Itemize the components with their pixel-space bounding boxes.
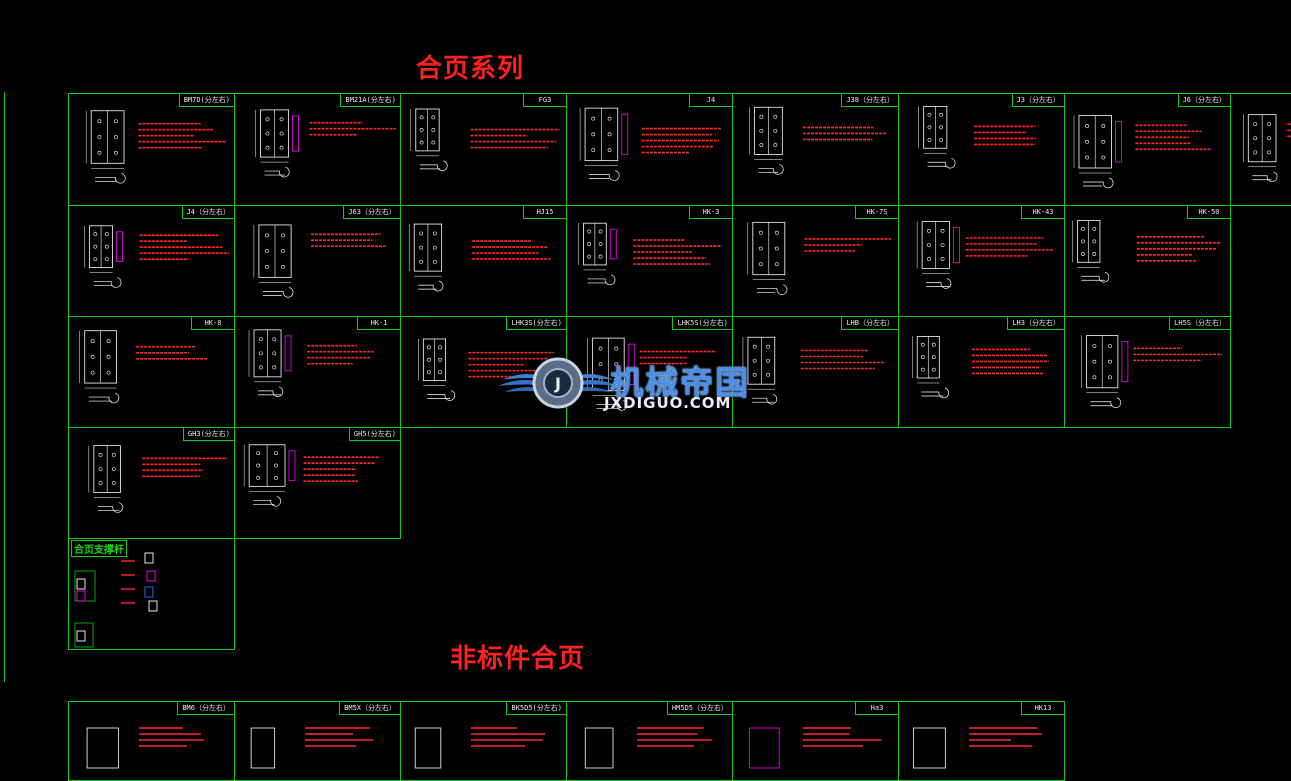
hinge-drawing (88, 445, 227, 513)
drawing-cell: LH5S（分左右） (1064, 316, 1231, 428)
model-tag: J3（分左右） (1011, 94, 1064, 107)
model-tag: HK-50 (1187, 206, 1230, 219)
model-tag: BK5D5(分左右) (506, 702, 566, 715)
hinge-drawing (85, 110, 227, 184)
model-tag: BM21A(分左右) (340, 94, 400, 107)
hinge-drawing (1243, 114, 1291, 183)
model-tag: HK-43 (1021, 206, 1064, 219)
model-tag: FG3 (523, 94, 566, 107)
model-tag: LHB（分左右） (841, 317, 898, 330)
hinge-drawing (742, 336, 886, 405)
hinge-series-title: 合页系列 (416, 54, 525, 84)
model-tag: J4 (689, 94, 732, 107)
watermark-logo: J 机械帝国 JXDIGUO.COM (498, 350, 798, 420)
hinge-drawing (913, 727, 1042, 769)
non-standard-hinge-title: 非标件合页 (450, 644, 586, 674)
model-tag: BM7D(分左右) (178, 94, 234, 107)
support-rod-cell: 合页支撑杆 (68, 538, 235, 650)
svg-text:J: J (554, 374, 561, 393)
hinge-drawing (243, 444, 379, 507)
drawing-cell: HK-50 (1064, 205, 1231, 317)
hinge-drawing (911, 335, 1049, 399)
hinge-drawing (579, 107, 722, 181)
model-tag: HK13 (1021, 702, 1064, 715)
left-edge-frame (4, 92, 5, 682)
drawing-cell: J4（分左右） (68, 205, 235, 317)
hinge-drawing (410, 108, 560, 172)
drawing-cell: J38（分左右） (732, 93, 899, 206)
drawing-cell: BM21A(分左右) (234, 93, 401, 206)
hinge-drawing (414, 727, 546, 769)
hinge-drawing (748, 727, 882, 769)
hinge-drawing (578, 222, 723, 286)
non-standard-cell: BM6（分左右） (68, 701, 235, 781)
model-tag: GH3(分左右) (182, 428, 234, 441)
model-tag: LH3（分左右） (1007, 317, 1064, 330)
drawing-cell: GH5(分左右) (234, 427, 401, 539)
non-standard-cell: BM5X（分左右） (234, 701, 401, 781)
support-rod-drawing (74, 552, 158, 648)
hinge-drawing (248, 329, 374, 398)
drawing-cell: J4 (566, 93, 733, 206)
drawing-cell: HK-7S (732, 205, 899, 317)
model-tag: J38（分左右） (841, 94, 898, 107)
model-tag: HM5D5（分左右） (666, 702, 732, 715)
model-tag: J4（分左右） (181, 206, 234, 219)
non-standard-cell: HK13 (898, 701, 1065, 781)
drawing-cell: LH3（分左右） (898, 316, 1065, 428)
drawing-cell: GH3(分左右) (68, 427, 235, 539)
drawing-cell: HK-8 (68, 316, 235, 428)
hinge-drawing (255, 109, 396, 178)
drawing-cell: HK-1 (234, 316, 401, 428)
non-standard-cell: BK5D5(分左右) (400, 701, 567, 781)
hinge-drawing (584, 727, 713, 769)
hinge-drawing (749, 106, 887, 175)
hinge-drawing (1073, 115, 1211, 189)
model-tag: HK-7S (855, 206, 898, 219)
non-standard-cell: HM5D5（分左右） (566, 701, 733, 781)
drawing-cell: HK-43 (898, 205, 1065, 317)
model-tag: HK-3 (689, 206, 732, 219)
drawing-cell: HJ15 (400, 205, 567, 317)
model-tag: Ha3 (855, 702, 898, 715)
drawing-cell: FG3 (400, 93, 567, 206)
drawing-cell: BM7D(分左右) (68, 93, 235, 206)
hinge-drawing (1072, 220, 1222, 283)
hinge-drawing (408, 223, 551, 292)
watermark-chinese-text: 机械帝国 (610, 363, 750, 402)
hinge-drawing (418, 338, 557, 401)
hinge-drawing (587, 337, 717, 411)
gear-wings-icon: J (498, 357, 618, 409)
model-tag: HJ15 (523, 206, 566, 219)
model-tag: LHK3S(分左右) (506, 317, 566, 330)
model-tag: LHK5S(分左右) (672, 317, 732, 330)
model-tag: HK-8 (191, 317, 234, 330)
model-tag: HK-1 (357, 317, 400, 330)
drawing-cell (1230, 93, 1291, 206)
model-tag: BM5X（分左右） (339, 702, 400, 715)
support-rod-label: 合页支撑杆 (71, 540, 127, 557)
model-tag: GH5(分左右) (348, 428, 400, 441)
model-tag: BM6（分左右） (177, 702, 234, 715)
drawing-cell: J3（分左右） (898, 93, 1065, 206)
hinge-drawing (747, 221, 892, 295)
hinge-drawing (1081, 335, 1223, 408)
watermark-url-text: JXDIGUO.COM (604, 394, 732, 412)
hinge-drawing (86, 727, 204, 769)
model-tag: J63（分左右） (343, 206, 400, 219)
hinge-drawing (916, 221, 1054, 289)
drawing-cell: HK-3 (566, 205, 733, 317)
hinge-drawing (253, 224, 386, 298)
hinge-drawing (84, 225, 230, 288)
hinge-drawing (79, 330, 208, 404)
hinge-drawing (250, 727, 374, 769)
drawing-cell: J6（分左右） (1064, 93, 1231, 206)
hinge-drawing (918, 105, 1036, 169)
non-standard-cell: Ha3 (732, 701, 899, 781)
model-tag: J6（分左右） (1177, 94, 1230, 107)
drawing-cell: J63（分左右） (234, 205, 401, 317)
model-tag: LH5S（分左右） (1169, 317, 1230, 330)
